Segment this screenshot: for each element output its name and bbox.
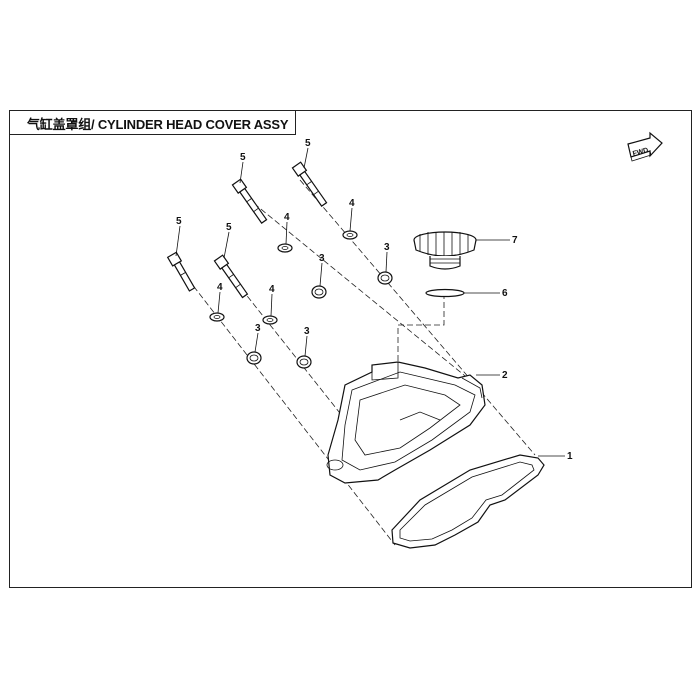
callout-3: 3 (255, 323, 261, 334)
callout-7: 7 (512, 235, 518, 246)
bolt-part-c (166, 251, 196, 292)
o-ring-part (425, 288, 465, 298)
head-cover-part (326, 361, 486, 484)
gasket-part (391, 454, 545, 549)
filler-cap-part (413, 231, 477, 270)
title-box (9, 110, 296, 135)
callout-2: 2 (502, 370, 508, 381)
callout-5: 5 (305, 138, 311, 149)
callout-5: 5 (240, 152, 246, 163)
callout-1: 1 (567, 451, 573, 462)
bolt-part-d (213, 254, 249, 299)
diagram-frame (9, 110, 692, 588)
callout-4: 4 (349, 198, 355, 209)
callout-3: 3 (304, 326, 310, 337)
fwd-arrow-icon: FWD (627, 131, 663, 162)
callout-3: 3 (319, 253, 325, 264)
callout-5: 5 (226, 222, 232, 233)
bolt-part-a (291, 161, 328, 207)
callout-4: 4 (269, 284, 275, 295)
grommet-parts (246, 271, 393, 369)
fwd-label: FWD (632, 147, 649, 158)
callout-5: 5 (176, 216, 182, 227)
assembly-axes (176, 179, 536, 546)
callout-4: 4 (284, 212, 290, 223)
page-title: 气缸盖罩组/ CYLINDER HEAD COVER ASSY (27, 117, 289, 132)
callout-4: 4 (217, 282, 223, 293)
leader-lines (175, 147, 565, 457)
washer-parts (209, 230, 358, 325)
callout-labels: 1 2 3 3 3 3 4 4 4 4 5 5 5 5 6 7 (176, 138, 573, 462)
callout-6: 6 (502, 288, 508, 299)
callout-3: 3 (384, 242, 390, 253)
bolt-part-b (231, 178, 268, 224)
